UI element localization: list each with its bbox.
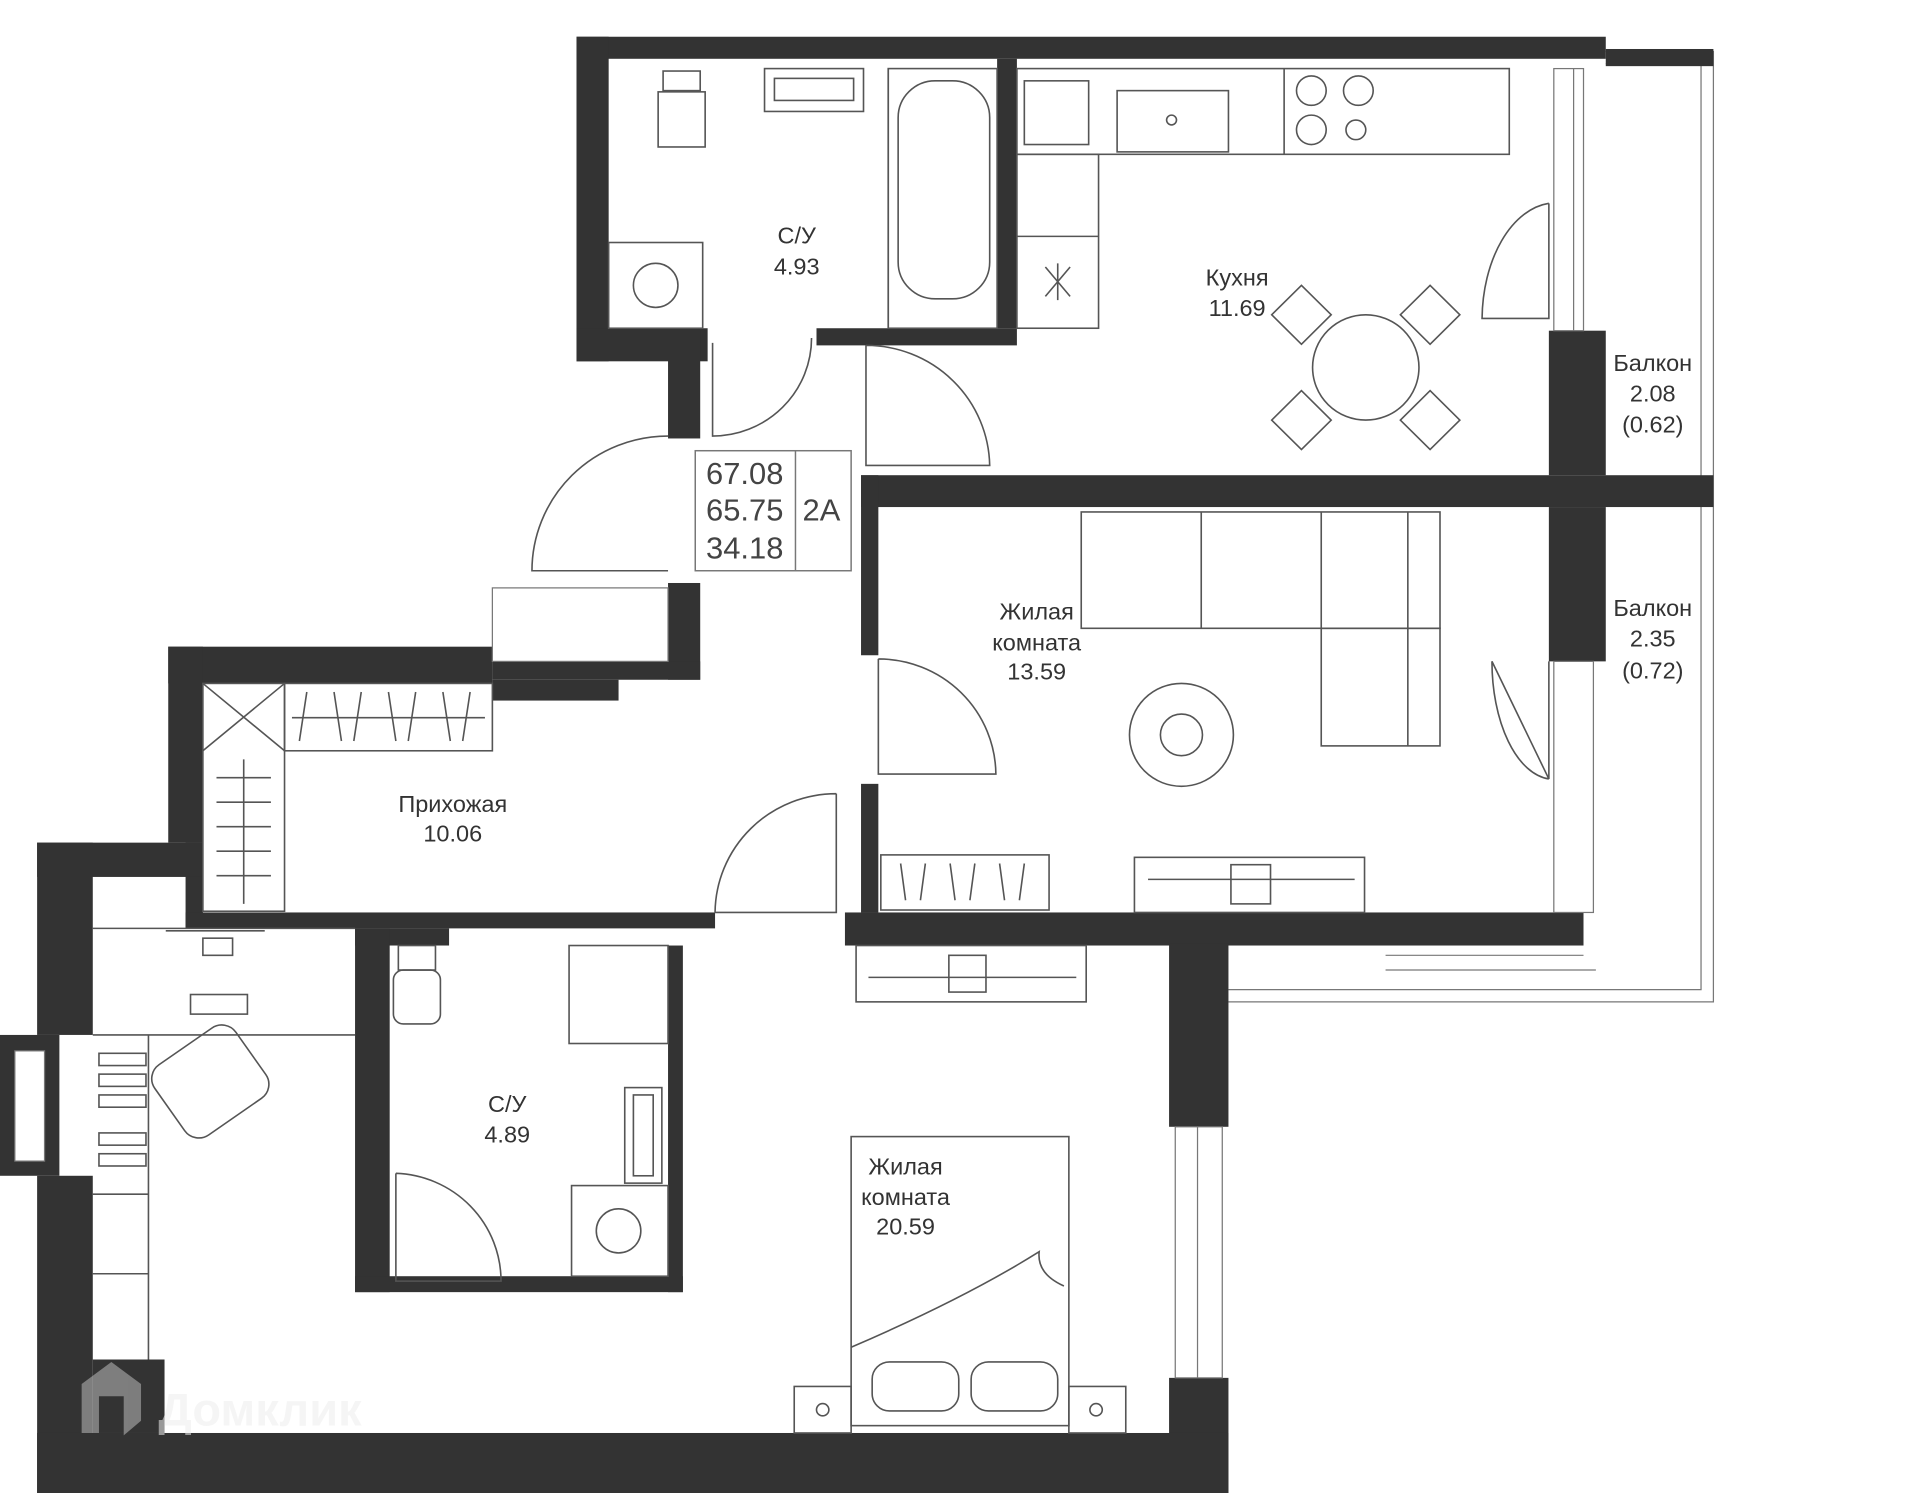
kitchen-name: Кухня <box>1206 264 1269 290</box>
bathroom-1-name: С/У <box>777 223 816 249</box>
balcony-outline <box>1228 50 1715 1003</box>
balcony-1-name: Балкон <box>1613 350 1692 376</box>
walls <box>0 36 1714 1493</box>
balcony-2-name: Балкон <box>1613 595 1692 621</box>
living-room-2-area: 20.59 <box>876 1214 935 1240</box>
bathroom-2-name: С/У <box>488 1091 527 1117</box>
domclick-watermark: Домклик <box>81 1361 362 1436</box>
living-area: 34.18 <box>706 531 783 566</box>
living-room-1-name: Жилая <box>1000 599 1074 625</box>
room-labels: С/У 4.93 Кухня 11.69 Балкон 2.08 (0.62) … <box>398 223 1692 1240</box>
doors <box>395 202 1550 1282</box>
info-box: 67.08 65.75 34.18 2A <box>694 449 852 572</box>
living-room-2-name2: комната <box>861 1184 950 1210</box>
balcony-1-area: 2.08 <box>1630 381 1676 407</box>
hallway-name: Прихожая <box>398 791 507 817</box>
living-room-2-name: Жилая <box>868 1154 942 1180</box>
bathroom-2-area: 4.89 <box>484 1122 530 1148</box>
total-area: 67.08 <box>706 456 783 491</box>
balcony-2-area: 2.35 <box>1630 626 1676 652</box>
kitchen-area: 11.69 <box>1209 295 1266 321</box>
balcony-2-reduced-area: (0.72) <box>1622 658 1683 684</box>
living-room-1-area: 13.59 <box>1007 659 1066 685</box>
balcony-1-reduced-area: (0.62) <box>1622 411 1683 437</box>
windows <box>14 67 1595 1379</box>
watermark-text: Домклик <box>158 1384 362 1436</box>
living-room-1-name2: комната <box>992 629 1081 655</box>
apartment-type: 2A <box>803 493 841 528</box>
furniture <box>92 67 1511 1434</box>
area-without-balconies: 65.75 <box>706 493 783 528</box>
bathroom-1-area: 4.93 <box>774 253 820 279</box>
hallway-area: 10.06 <box>423 821 482 847</box>
